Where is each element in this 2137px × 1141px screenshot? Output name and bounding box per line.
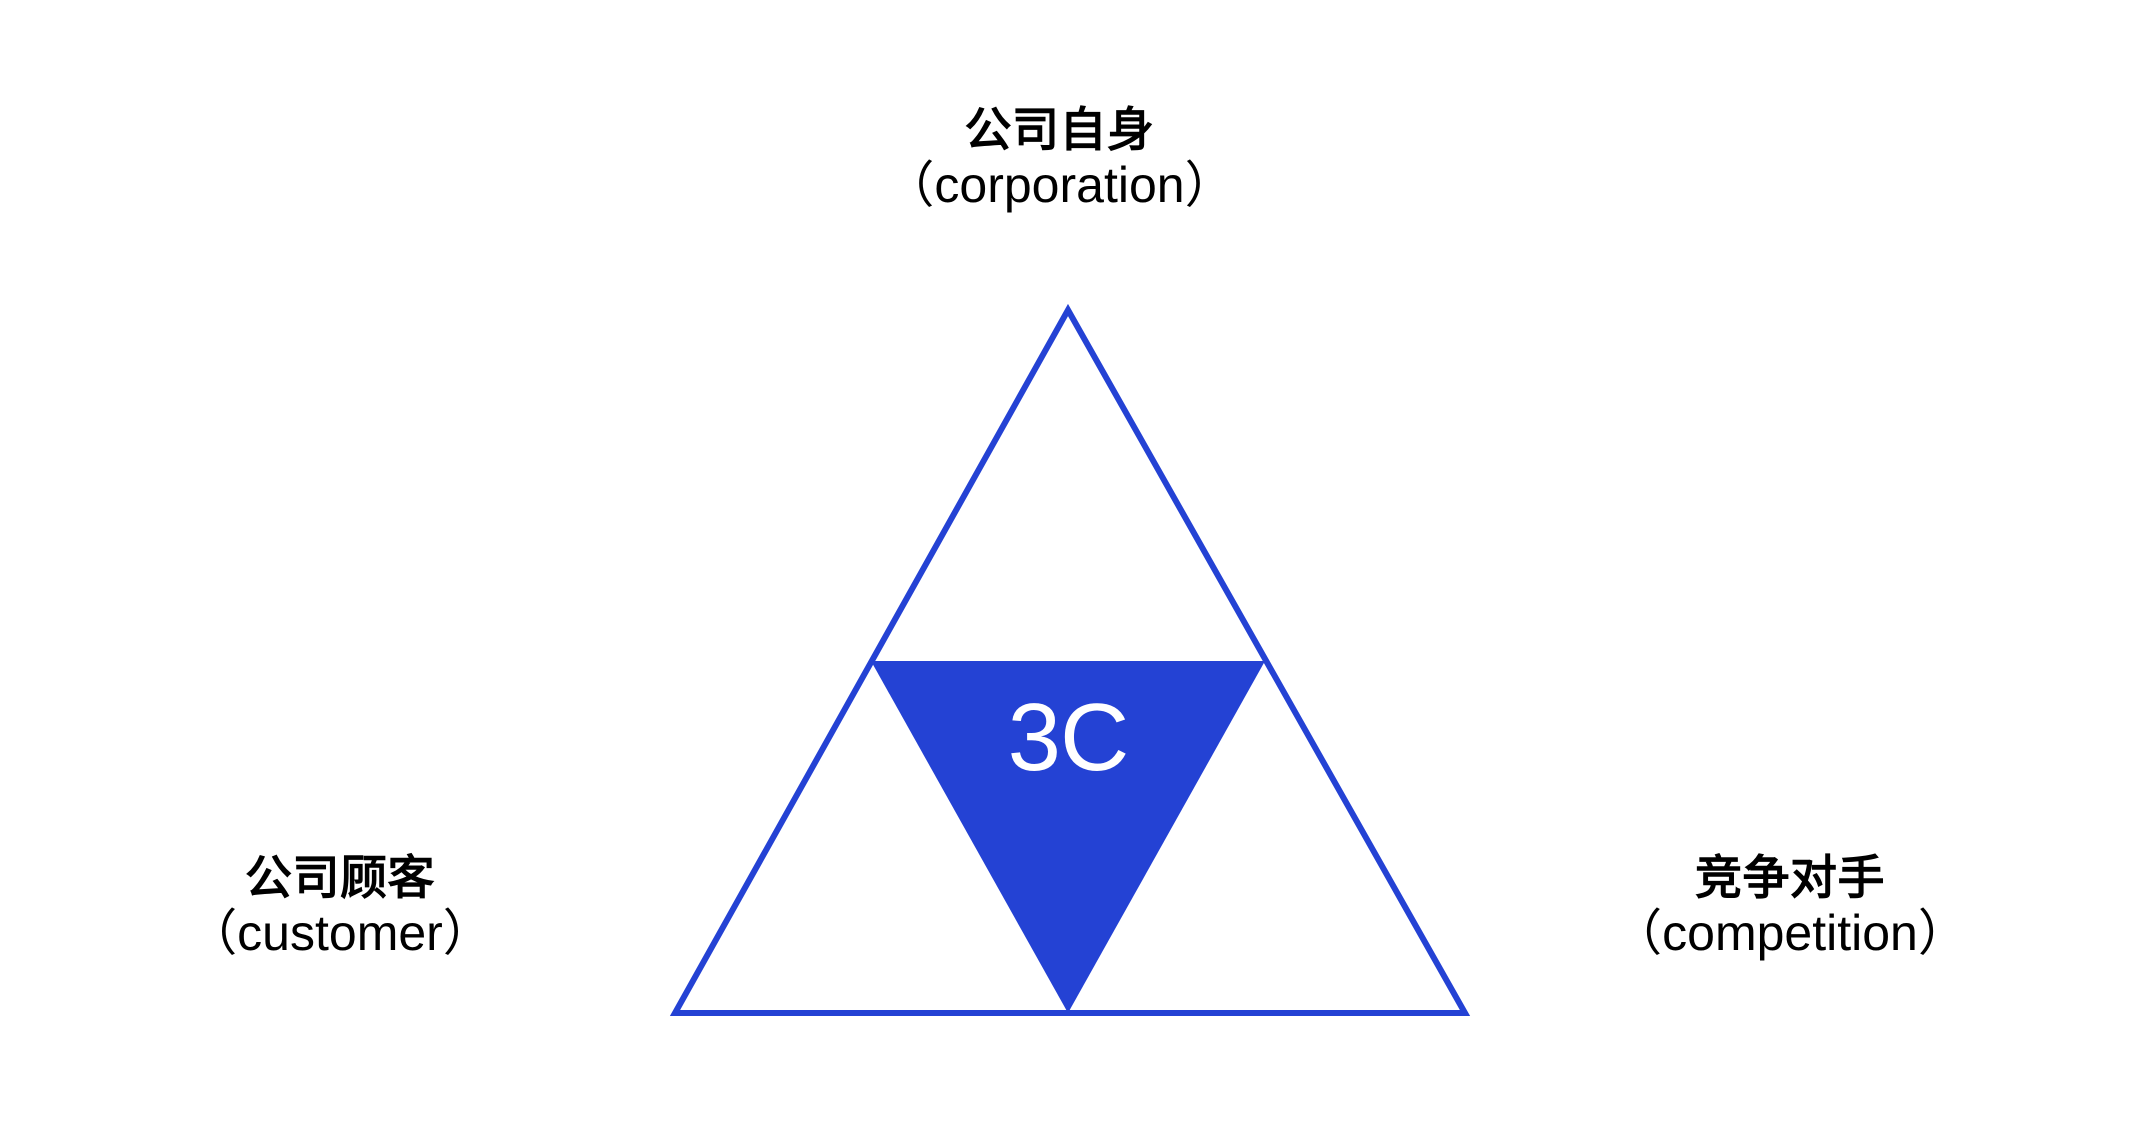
vertex-label-customer: 公司顾客 （customer） [90, 851, 590, 961]
vertex-label-customer-cn: 公司顾客 [245, 851, 435, 904]
vertex-label-competition: 竞争对手 （competition） [1540, 851, 2040, 961]
vertex-label-competition-en: （competition） [1612, 904, 1968, 961]
vertex-label-corporation-en: （corporation） [884, 156, 1235, 213]
vertex-label-competition-cn: 竞争对手 [1695, 851, 1885, 904]
vertex-label-corporation-cn: 公司自身 [964, 103, 1155, 156]
vertex-label-customer-en: （customer） [187, 904, 493, 961]
vertex-label-corporation: 公司自身 （corporation） [0, 103, 2128, 213]
inner-triangle-fill [871, 661, 1265, 1013]
center-label-3c: 3C [1007, 684, 1130, 791]
